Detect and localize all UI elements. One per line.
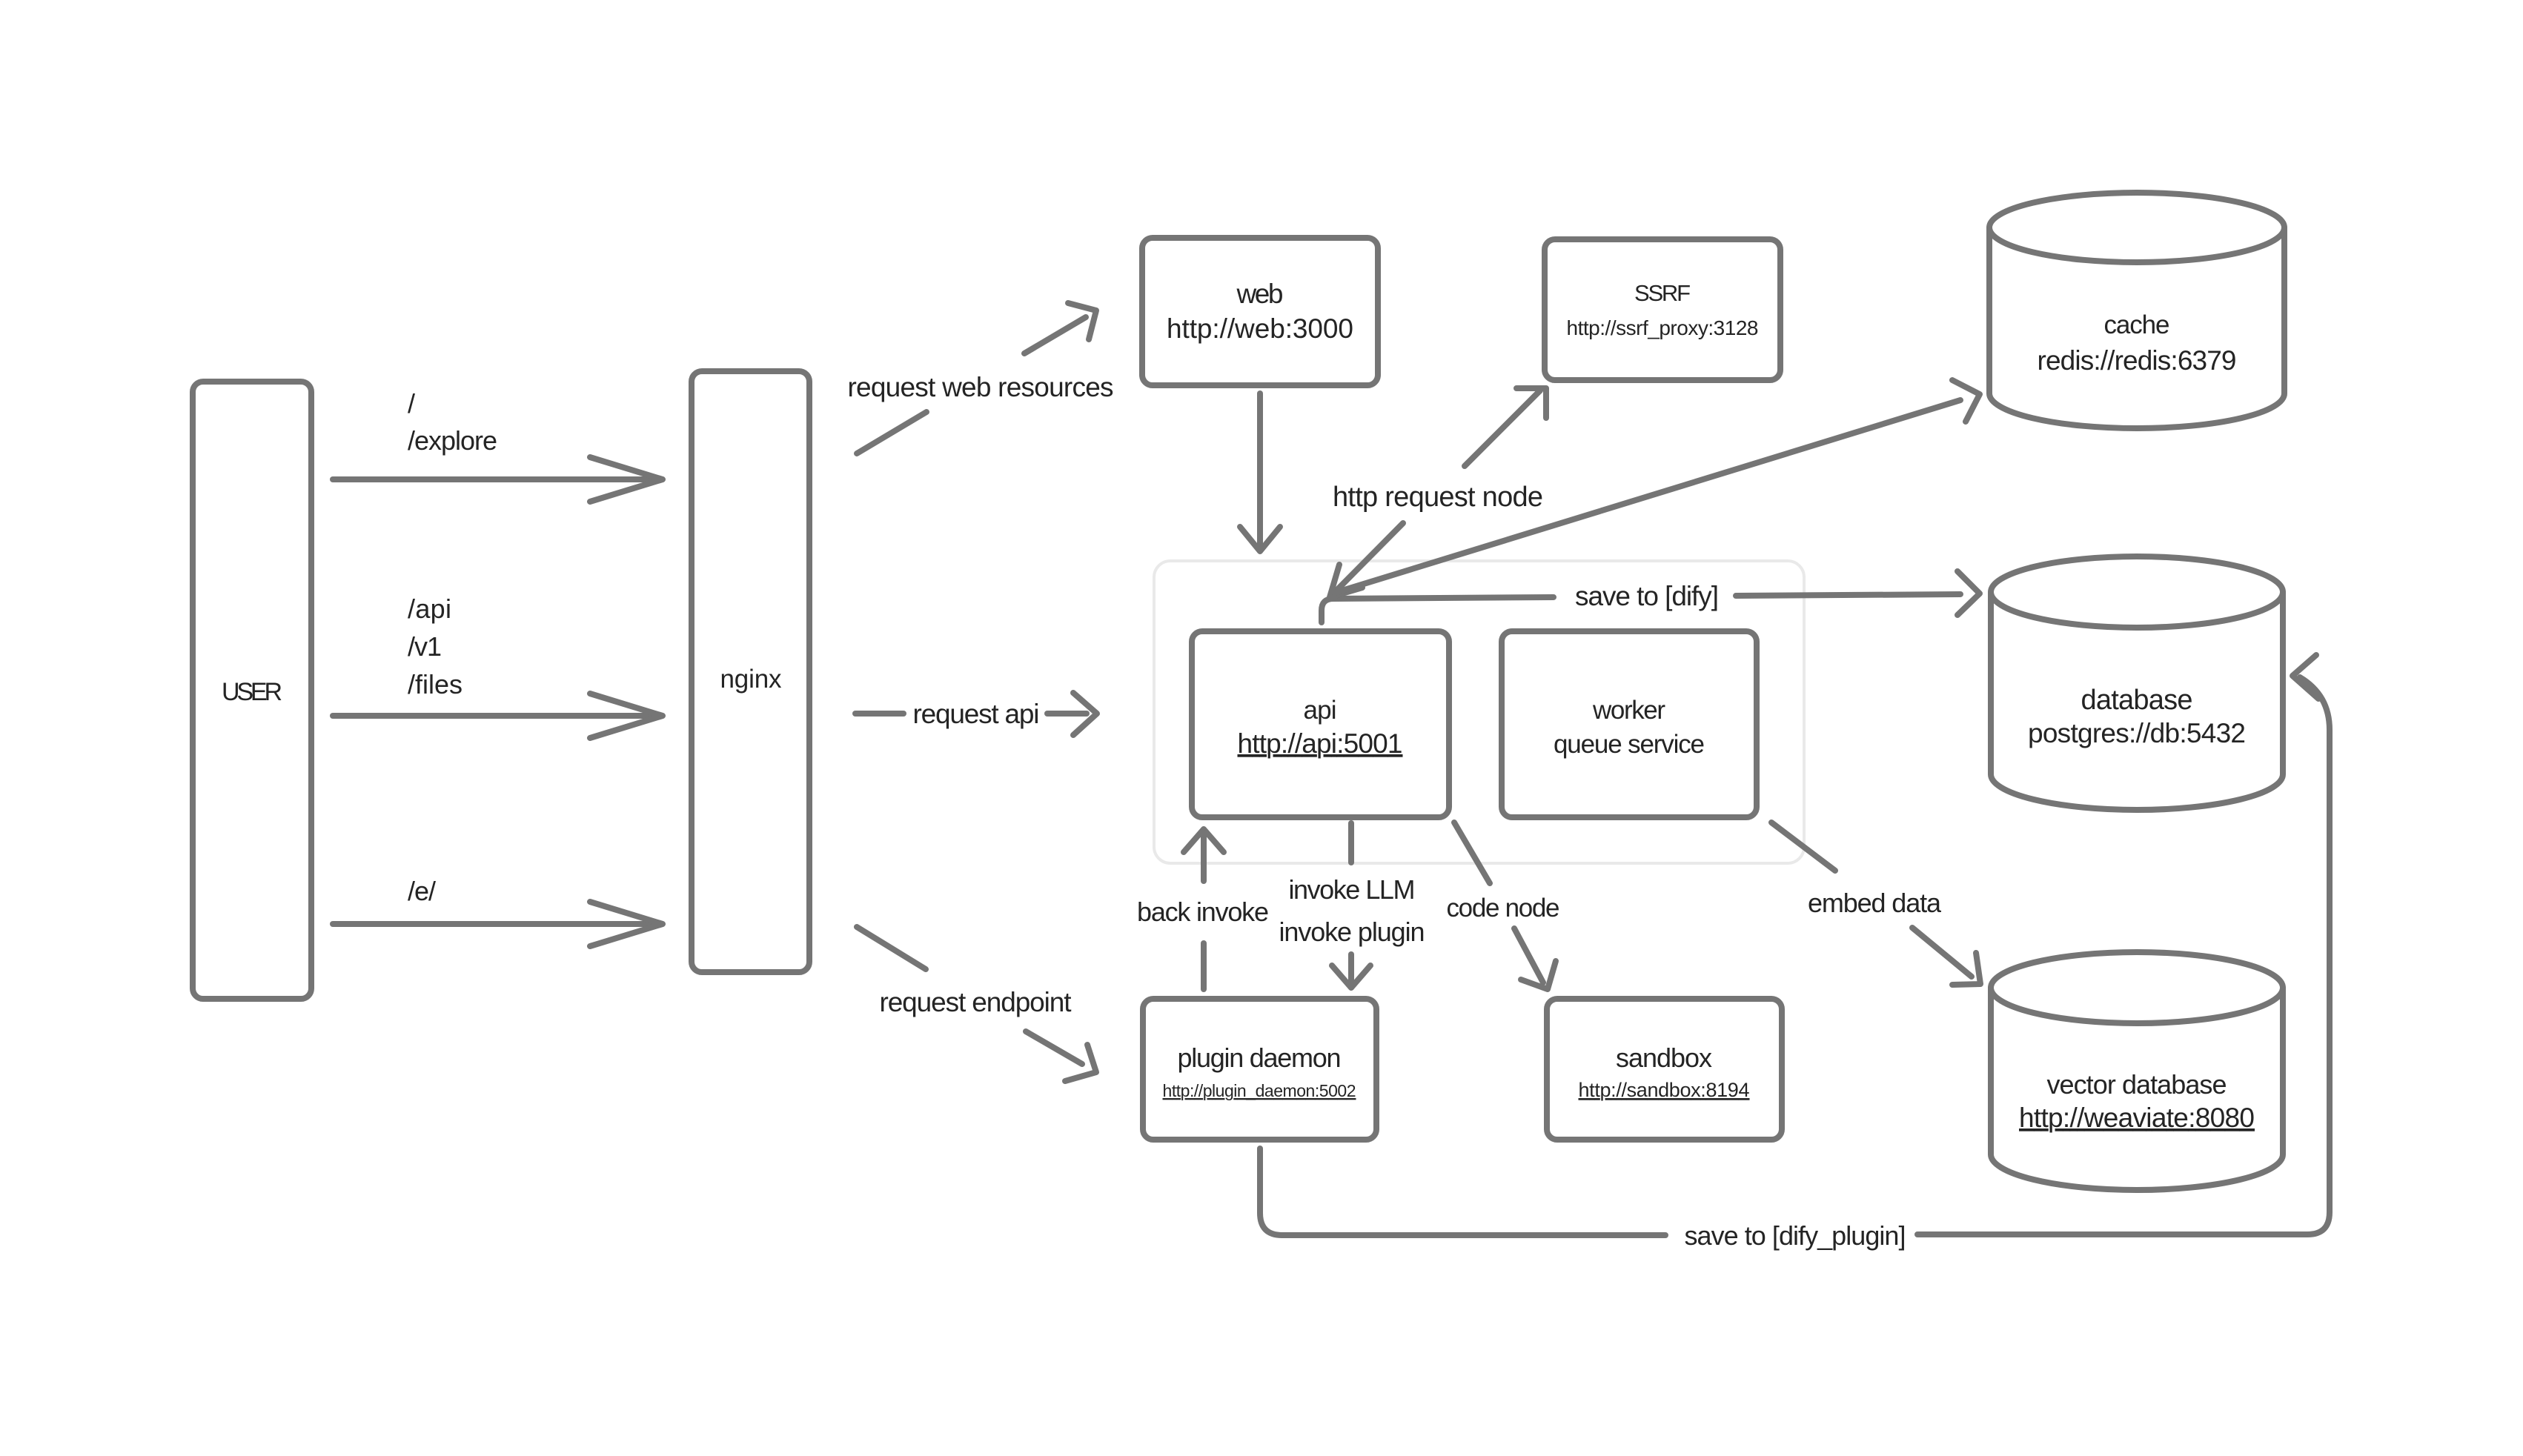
svg-text:http://ssrf_proxy:3128: http://ssrf_proxy:3128 [1567, 316, 1759, 339]
svg-text:SSRF: SSRF [1634, 280, 1691, 306]
svg-text:nginx: nginx [720, 665, 783, 694]
svg-text:request web resources: request web resources [848, 372, 1114, 402]
svg-text:http://sandbox:8194: http://sandbox:8194 [1579, 1079, 1750, 1101]
svg-text:http request node: http request node [1333, 482, 1543, 513]
svg-text:vector database: vector database [2047, 1069, 2227, 1100]
svg-text:http://plugin_daemon:5002: http://plugin_daemon:5002 [1163, 1081, 1356, 1100]
svg-text:request api: request api [913, 699, 1040, 729]
svg-text:worker: worker [1592, 696, 1665, 725]
svg-text:redis://redis:6379: redis://redis:6379 [2038, 345, 2237, 376]
svg-text:invoke LLM: invoke LLM [1289, 874, 1416, 905]
svg-text:http://web:3000: http://web:3000 [1167, 313, 1353, 344]
svg-text:back invoke: back invoke [1137, 897, 1269, 927]
svg-text:request endpoint: request endpoint [880, 987, 1072, 1017]
svg-text:save to [dify_plugin]: save to [dify_plugin] [1685, 1220, 1906, 1251]
svg-text:api: api [1304, 696, 1337, 725]
svg-text:database: database [2081, 685, 2193, 716]
svg-text:sandbox: sandbox [1616, 1043, 1712, 1073]
svg-text:embed data: embed data [1808, 888, 1942, 918]
svg-text:USER: USER [222, 678, 282, 706]
svg-text:save to [dify]: save to [dify] [1575, 581, 1719, 611]
svg-text:/api: /api [408, 594, 451, 624]
svg-text:plugin daemon: plugin daemon [1178, 1043, 1342, 1073]
svg-text:/e/: /e/ [408, 876, 436, 906]
svg-text:invoke plugin: invoke plugin [1279, 917, 1425, 947]
svg-text:/v1: /v1 [408, 631, 442, 662]
svg-text:http://api:5001: http://api:5001 [1238, 728, 1403, 759]
svg-text:http://weaviate:8080: http://weaviate:8080 [2019, 1103, 2255, 1133]
svg-text:/: / [408, 388, 415, 419]
svg-text:/explore: /explore [408, 425, 497, 456]
svg-text:postgres://db:5432: postgres://db:5432 [2028, 718, 2246, 748]
svg-text:queue service: queue service [1554, 730, 1705, 759]
svg-text:code node: code node [1447, 894, 1560, 923]
svg-text:cache: cache [2104, 310, 2170, 339]
svg-text:/files: /files [408, 669, 463, 699]
svg-text:web: web [1236, 279, 1284, 309]
